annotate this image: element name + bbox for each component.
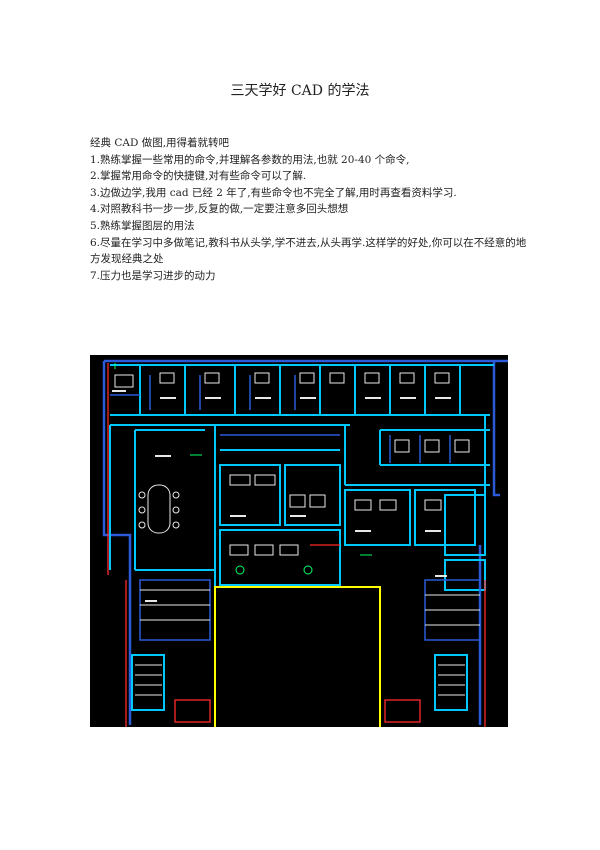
floor-plan-drawing	[90, 355, 508, 727]
document-body: 经典 CAD 做图,用得着就转吧 1.熟练掌握一些常用的命令,并理解各参数的用法…	[90, 135, 530, 284]
intro-line: 经典 CAD 做图,用得着就转吧	[90, 137, 230, 149]
tip-4: 4.对照教科书一步一步,反复的做,一定要注意多回头想想	[90, 203, 349, 216]
tip-5: 5.熟练掌握图层的用法	[90, 219, 195, 232]
tip-7: 7.压力也是学习进步的动力	[90, 269, 216, 282]
cad-floor-plan-image	[90, 355, 508, 727]
tip-2: 2.掌握常用命令的快捷键,对有些命令可以了解.	[90, 170, 307, 183]
document-title: 三天学好 CAD 的学法	[230, 83, 370, 99]
tip-3: 3.边做边学,我用 cad 已经 2 年了,有些命令也不完全了解,用时再查看资料…	[90, 186, 457, 199]
tip-6: 6.尽量在学习中多做笔记,教科书从头学,学不进去,从头再学.这样学的好处,你可以…	[90, 236, 527, 266]
tip-1: 1.熟练掌握一些常用的命令,并理解各参数的用法,也就 20-40 个命令,	[90, 153, 410, 166]
